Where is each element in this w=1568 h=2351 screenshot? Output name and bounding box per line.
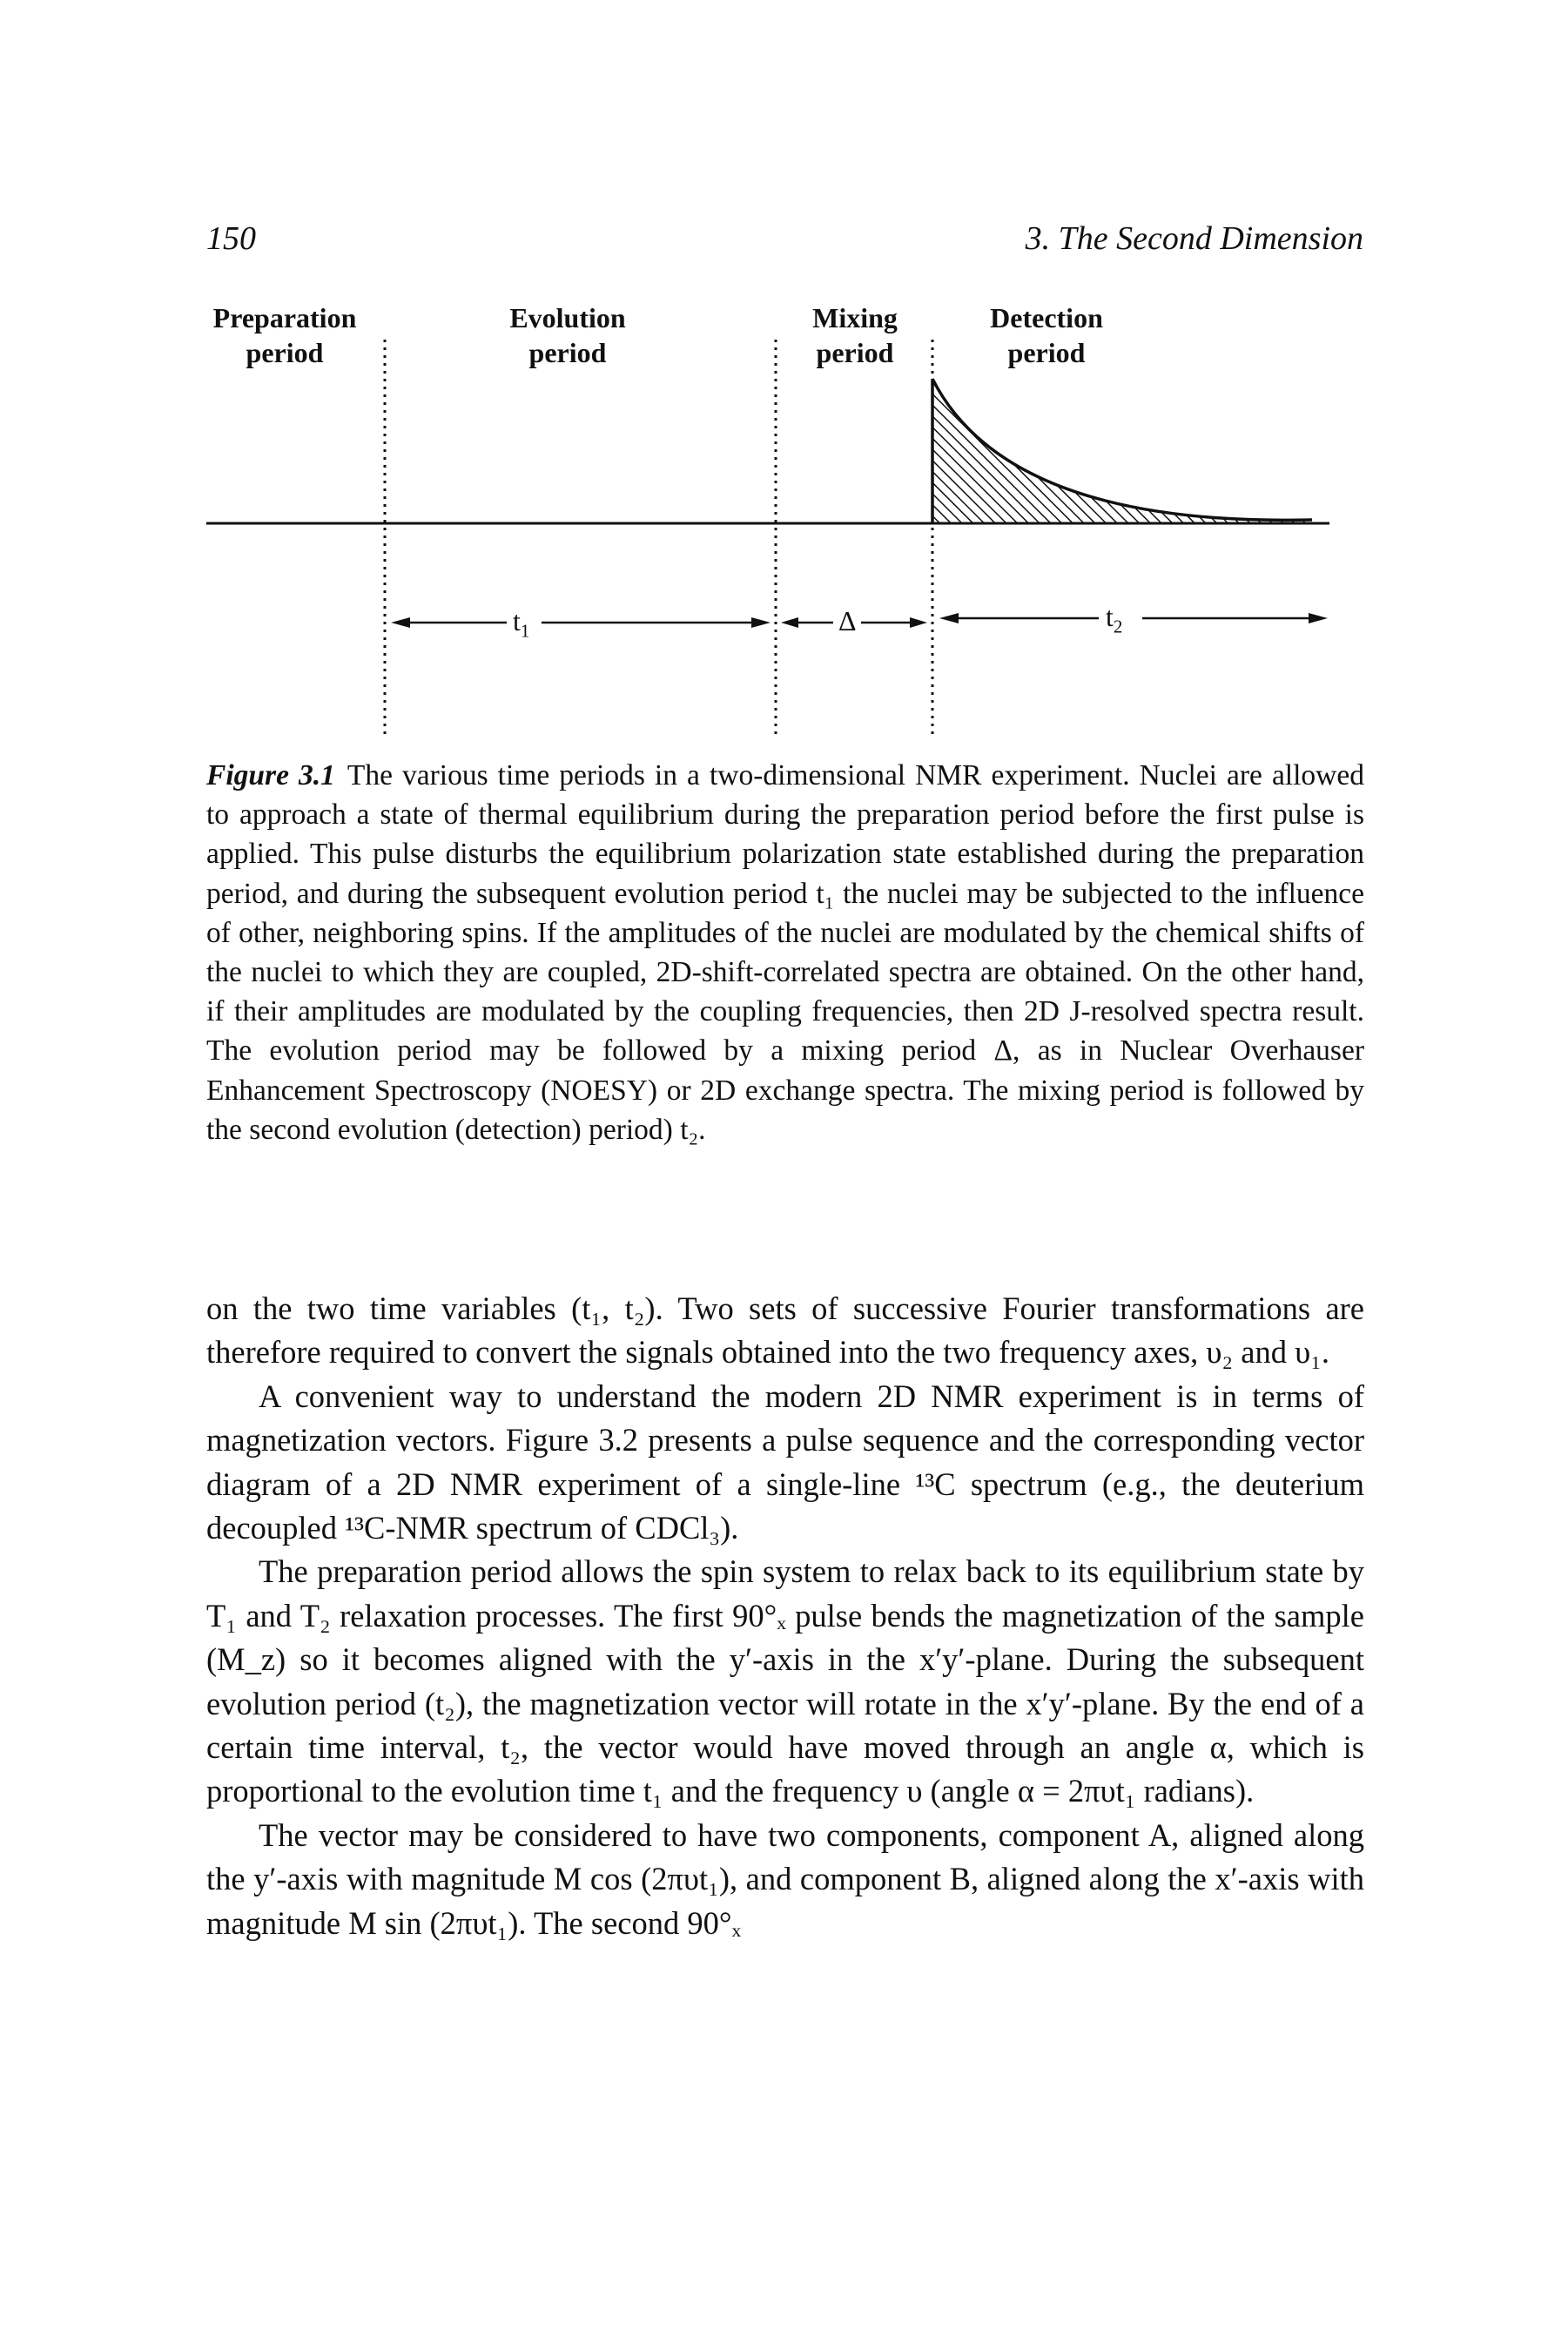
paragraph-2: A convenient way to understand the moder… <box>206 1378 1364 1546</box>
t2-arrow <box>939 613 1328 623</box>
delta-arrow <box>781 617 927 628</box>
mixing-label-line2: period <box>816 337 894 368</box>
fid-decay-signal <box>931 378 1313 523</box>
paragraph-4: The vector may be considered to have two… <box>206 1816 1364 1941</box>
detection-period-label: Detection period <box>968 300 1125 370</box>
mixing-period-label: Mixing period <box>798 300 912 370</box>
preparation-label-line1: Preparation <box>212 302 357 333</box>
chapter-title: 3. The Second Dimension <box>1025 220 1363 257</box>
figure-nmr-time-periods: Preparation period Evolution period Mixi… <box>206 300 1364 753</box>
t1-arrow <box>391 617 771 628</box>
paragraph-3: The preparation period allows the spin s… <box>206 1553 1364 1809</box>
delta-label: Δ <box>838 605 857 637</box>
t1-label: t1 <box>513 605 530 642</box>
body-text: on the two time variables (t₁, t₂). Two … <box>206 1287 1364 1945</box>
figure-caption-label: Figure 3.1 <box>206 759 335 792</box>
t2-label: t2 <box>1106 601 1123 637</box>
detection-label-line2: period <box>1007 337 1086 368</box>
evolution-period-label: Evolution period <box>481 300 655 370</box>
paragraph-1: on the two time variables (t₁, t₂). Two … <box>206 1290 1364 1371</box>
evolution-label-line1: Evolution <box>509 302 626 333</box>
figure-caption-text: The various time periods in a two-dimens… <box>206 759 1364 1146</box>
running-head: 150 3. The Second Dimension <box>206 219 1363 268</box>
preparation-label-line2: period <box>246 337 324 368</box>
evolution-label-line2: period <box>528 337 607 368</box>
time-period-diagram <box>206 340 1329 736</box>
mixing-label-line1: Mixing <box>812 302 898 333</box>
detection-label-line1: Detection <box>990 302 1103 333</box>
preparation-period-label: Preparation period <box>206 300 363 370</box>
page-number: 150 <box>206 220 256 257</box>
